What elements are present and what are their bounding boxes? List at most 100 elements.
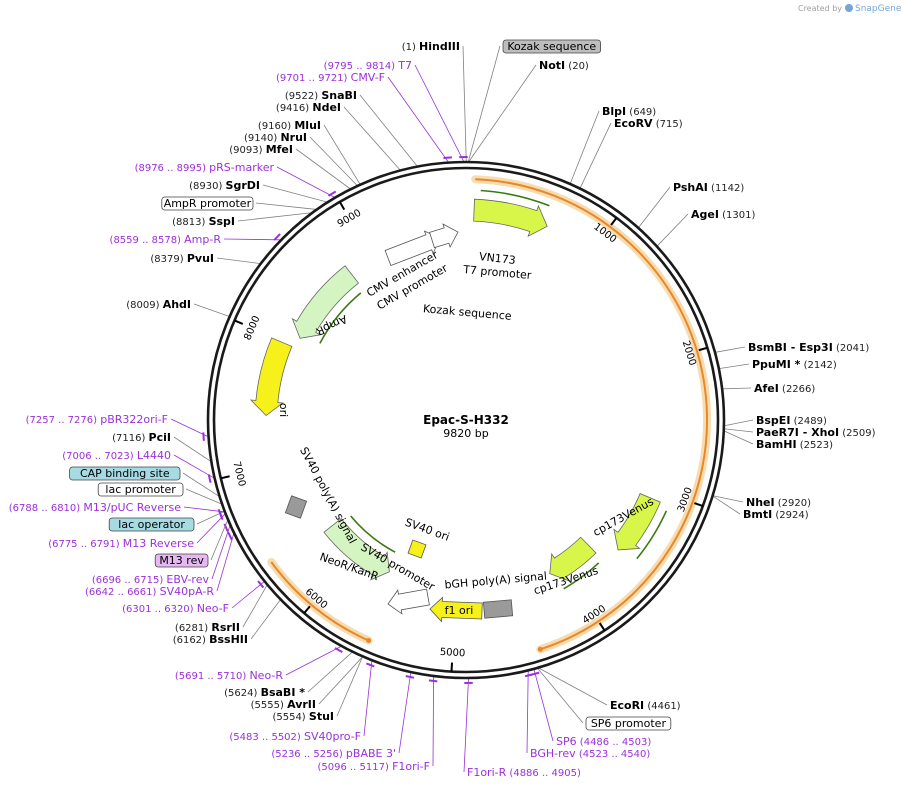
primer-mark (223, 523, 229, 533)
site-enzyme: BamHI (2523) (756, 438, 833, 451)
site-label: AgeI (1301) (691, 208, 755, 221)
site-box: M13 rev (154, 553, 209, 568)
inner-feature-label: Kozak sequence (423, 302, 513, 323)
site-primer: (6696 .. 6715) EBV-rev (92, 573, 210, 586)
leader-line (196, 513, 226, 544)
site-label-part: - Esp3I (787, 341, 833, 354)
site-label: BspEI (2489) (756, 414, 827, 427)
site-label-part: NotI (539, 59, 565, 72)
leader-line (719, 363, 750, 369)
site-label-part: (6788 .. 6810) (9, 503, 84, 514)
site-box-label: CAP binding site (80, 467, 170, 480)
leader-line (468, 45, 501, 162)
center-label: Epac-S-H332 9820 bp (423, 413, 509, 440)
site-label-part: StuI (309, 710, 334, 723)
backbone (206, 160, 726, 680)
leader-line (262, 184, 327, 203)
leader-line (387, 76, 449, 162)
site-label: F1ori-R (4886 .. 4905) (467, 766, 581, 779)
primer-mark (273, 233, 281, 241)
site-enzyme: PaeR7I - XhoI (2509) (756, 426, 876, 439)
site-enzyme: (9522) SnaBI (285, 89, 357, 102)
site-label-part: NruI (280, 131, 307, 144)
site-label: (6301 .. 6320) Neo-F (122, 602, 229, 615)
site-label: (6281) RsrII (175, 621, 240, 634)
site-label-part: (5483 .. 5502) (229, 732, 304, 743)
orf-arc (475, 178, 708, 651)
site-label-part: (2142) (800, 360, 837, 371)
backbone-outer-ring (206, 160, 726, 680)
site-enzyme: (8813) SspI (172, 215, 235, 228)
site-label-part: T7 (397, 59, 412, 72)
site-label-part: Amp-R (184, 233, 221, 246)
site-label: (6162) BssHII (173, 633, 248, 646)
site-label-part: (8930) (189, 181, 225, 192)
site-label: (9160) MluI (258, 119, 321, 132)
leader-line (216, 534, 234, 592)
site-box (502, 39, 601, 54)
site-enzyme: (8930) SgrDI (189, 179, 260, 192)
site-label-part: (8813) (172, 217, 208, 228)
orf-arrowhead (366, 637, 372, 643)
site-label-part: AgeI (691, 208, 719, 221)
feature-arrow (291, 265, 360, 339)
site-primer: (6642 .. 6661) SV40pA-R (85, 585, 214, 598)
site-label: (8813) SspI (172, 215, 235, 228)
site-label-part: RsrII (211, 621, 240, 634)
leader-line (173, 436, 211, 462)
site-label: (1) HindIII (402, 40, 460, 53)
site-label-part: AvrII (287, 698, 316, 711)
feature-arrow (249, 337, 293, 417)
inner-feature-label: SV40 ori (403, 516, 451, 544)
site-label: (9522) SnaBI (285, 89, 357, 102)
site-label-part: (6281) (175, 623, 211, 634)
site-label: AfeI (2266) (754, 382, 815, 395)
tick-mark (610, 217, 618, 226)
leader-line (183, 506, 224, 513)
leader-line (539, 668, 608, 706)
site-box: lac operator (108, 517, 195, 532)
site-enzyme: (5624) BsaBI * (224, 686, 305, 699)
site-label-part: EBV-rev (166, 573, 209, 586)
leader-line (657, 213, 689, 246)
small-feature (284, 495, 308, 519)
site-primer: (6788 .. 6810) M13/pUC Reverse (9, 501, 181, 514)
site-label-part: (6775 .. 6791) (48, 539, 123, 550)
site-primer: (5096 .. 5117) F1ori-F (317, 760, 430, 773)
site-enzyme: PpuMI * (2142) (752, 358, 837, 371)
primer-mark (366, 662, 375, 668)
site-label-part: (715) (653, 119, 683, 130)
site-label: (8976 .. 8995) pRS-marker (135, 161, 275, 174)
site-label-part: SV40pA-R (160, 585, 215, 598)
site-label-part: MluI (294, 119, 321, 132)
leader-line (173, 454, 214, 479)
leader-line (463, 678, 469, 773)
site-label: (5236 .. 5256) pBABE 3' (271, 747, 396, 760)
site-enzyme: (6162) BssHII (173, 633, 248, 646)
site-label-part: (1) (402, 42, 419, 53)
primer-mark (327, 190, 337, 197)
tick-mark (450, 662, 454, 672)
site-label-part: (7257 .. 7276) (26, 415, 101, 426)
credit-brand: SnapGene (855, 4, 902, 14)
site-label-part: (6301 .. 6320) (122, 604, 197, 615)
site-label-part: (2509) (839, 428, 876, 439)
leader-line (468, 64, 537, 162)
site-enzyme: PshAI (1142) (673, 181, 744, 194)
site-label-part: (1301) (719, 210, 756, 221)
site-label-part: (5236 .. 5256) (271, 749, 346, 760)
site-enzyme: (7116) PciI (112, 431, 171, 444)
orf-arc (270, 561, 370, 642)
leader-line (638, 186, 671, 228)
site-label-part: (5555) (251, 700, 287, 711)
site-primer: (8559 .. 8578) Amp-R (110, 233, 222, 246)
site-label-part: (20) (565, 61, 589, 72)
site-label: (9093) MfeI (229, 143, 293, 156)
site-box-label: AmpR promoter (164, 197, 252, 210)
site-label-part: (2041) (833, 343, 870, 354)
site-label-part: (5691 .. 5710) (175, 671, 250, 682)
site-label-part: (2924) (772, 510, 809, 521)
site-label-part: SP6 (556, 735, 577, 748)
site-enzyme: NotI (20) (539, 59, 589, 72)
leader-line (231, 581, 265, 609)
